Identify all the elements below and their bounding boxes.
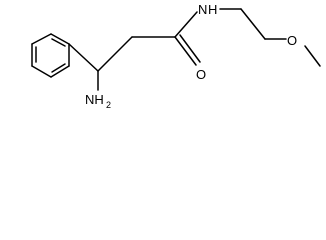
ring-bond-3	[50, 65, 70, 78]
bond-carbonyl-to-n	[174, 11, 198, 38]
bond-carbonyl-double-1	[174, 36, 197, 66]
bond-ch2-to-ch2	[240, 8, 266, 40]
amine-nh-text: NH	[85, 92, 104, 107]
bond-ether-o-to-methyl	[304, 45, 321, 67]
ring-bond-4	[31, 65, 52, 78]
bond-ch-to-ch2	[97, 36, 133, 72]
carbonyl-oxygen-label: O	[196, 67, 206, 82]
amide-h-text: H	[208, 2, 217, 17]
ring-bond-1	[50, 33, 70, 45]
bond-ring-to-ch	[68, 43, 99, 72]
amine-subscript-text: 2	[106, 100, 111, 110]
ring-double-bond-2	[51, 63, 66, 73]
amide-n-text: N	[198, 2, 207, 17]
amine-label: NH 2	[85, 92, 111, 110]
phenyl-ring	[31, 33, 70, 78]
ring-double-bond-1	[51, 38, 66, 47]
ether-oxygen-label: O	[287, 33, 297, 48]
ring-bond-6	[31, 33, 52, 45]
amide-nh-label: N H	[198, 2, 217, 17]
structure-diagram: NH 2 N H O O	[31, 2, 321, 110]
bond-carbonyl-double-2	[179, 34, 201, 63]
